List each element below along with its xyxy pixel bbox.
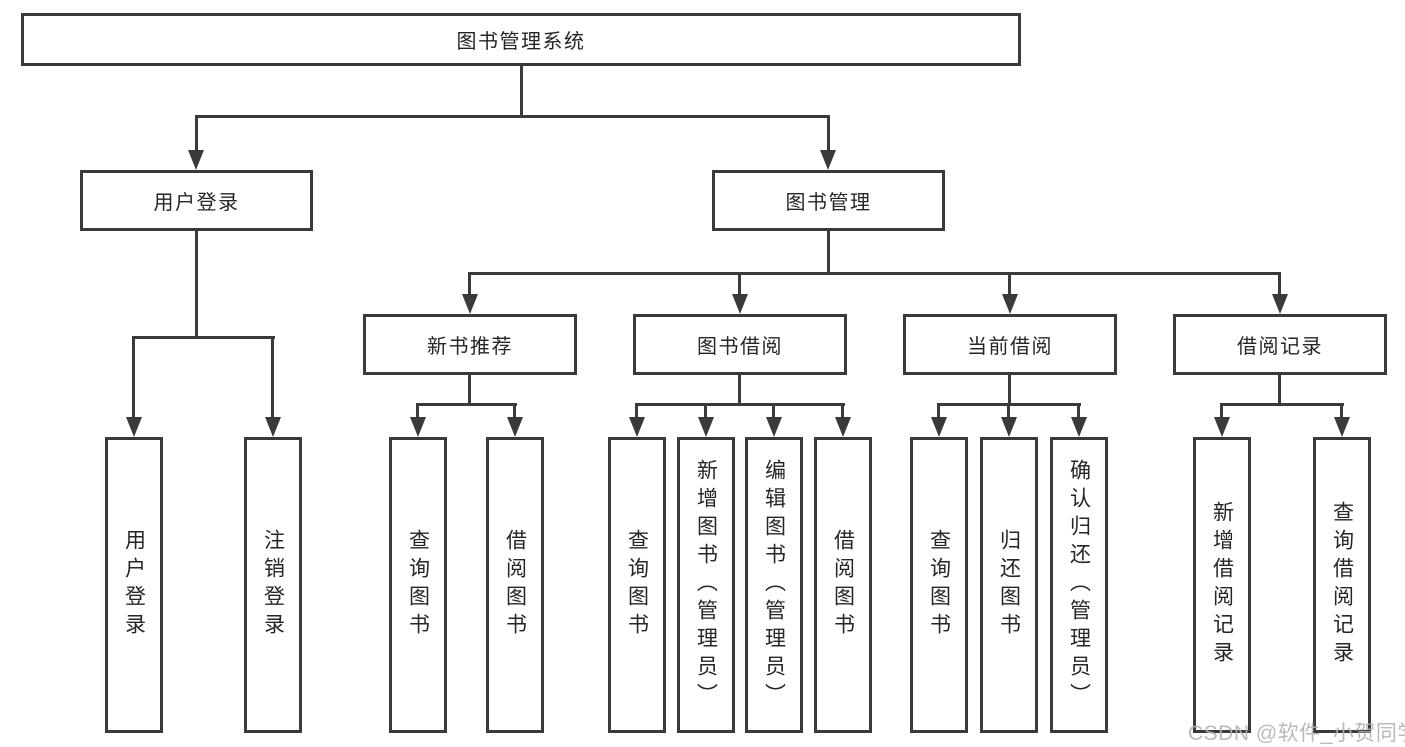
connector-book-mgmt-drop-2 <box>738 272 741 296</box>
arrow-down-icon <box>1272 294 1288 314</box>
leaf-add-books-admin-label: 新增图书（管理员） <box>694 459 718 711</box>
arrow-down-icon <box>126 417 142 437</box>
arrow-down-icon <box>507 417 523 437</box>
connector-root-drop-right <box>827 115 830 153</box>
connector-records-drop-1 <box>1220 403 1223 419</box>
connector-user-login-drop-1 <box>132 336 135 419</box>
leaf-edit-books-admin-label: 编辑图书（管理员） <box>762 459 786 711</box>
arrow-down-icon <box>462 294 478 314</box>
connector-root-drop-left <box>195 115 198 153</box>
arrow-down-icon <box>698 417 714 437</box>
leaf-confirm-return-admin: 确认归还（管理员） <box>1050 437 1108 733</box>
connector-current-drop-2 <box>1007 403 1010 419</box>
connector-book-mgmt-drop-4 <box>1278 272 1281 296</box>
connector-current-stem <box>1008 375 1011 406</box>
leaf-edit-books-admin: 编辑图书（管理员） <box>745 437 803 733</box>
node-book-borrow: 图书借阅 <box>633 314 847 375</box>
arrow-down-icon <box>1071 417 1087 437</box>
leaf-return-books: 归还图书 <box>980 437 1038 733</box>
leaf-add-borrow-record-label: 新增借阅记录 <box>1210 501 1234 669</box>
leaf-logout-label: 注销登录 <box>261 529 285 641</box>
connector-borrow-drop-3 <box>772 403 775 419</box>
connector-records-drop-2 <box>1340 403 1343 419</box>
leaf-add-borrow-record: 新增借阅记录 <box>1193 437 1251 733</box>
leaf-user-login: 用户登录 <box>105 437 163 733</box>
connector-book-mgmt-hbar <box>468 272 1281 275</box>
leaf-query-books-2: 查询图书 <box>608 437 666 733</box>
node-user-login-label: 用户登录 <box>153 192 240 214</box>
leaf-query-books-3-label: 查询图书 <box>927 529 951 641</box>
leaf-query-borrow-record-label: 查询借阅记录 <box>1330 501 1354 669</box>
node-book-borrow-label: 图书借阅 <box>697 336 783 358</box>
connector-records-hbar <box>1220 403 1344 406</box>
arrow-down-icon <box>1002 294 1018 314</box>
arrow-down-icon <box>1001 417 1017 437</box>
leaf-add-books-admin: 新增图书（管理员） <box>677 437 735 733</box>
connector-user-login-stem <box>195 231 198 339</box>
connector-borrow-drop-2 <box>704 403 707 419</box>
connector-recommend-hbar <box>416 403 517 406</box>
node-borrow-records: 借阅记录 <box>1173 314 1387 375</box>
leaf-return-books-label: 归还图书 <box>997 529 1021 641</box>
node-new-book-recommend: 新书推荐 <box>363 314 577 375</box>
arrow-down-icon <box>410 417 426 437</box>
connector-recommend-drop-1 <box>416 403 419 419</box>
leaf-confirm-return-admin-label: 确认归还（管理员） <box>1067 459 1091 711</box>
connector-current-drop-3 <box>1077 403 1080 419</box>
arrow-down-icon <box>820 150 836 170</box>
connector-recommend-stem <box>468 375 471 406</box>
node-current-borrow-label: 当前借阅 <box>967 336 1053 358</box>
node-book-management-label: 图书管理 <box>785 192 872 214</box>
node-book-management: 图书管理 <box>712 170 945 231</box>
arrow-down-icon <box>1214 417 1230 437</box>
connector-borrow-drop-1 <box>635 403 638 419</box>
arrow-down-icon <box>265 417 281 437</box>
connector-user-login-hbar <box>132 336 275 339</box>
arrow-down-icon <box>1334 417 1350 437</box>
node-borrow-records-label: 借阅记录 <box>1237 336 1323 358</box>
leaf-query-books-2-label: 查询图书 <box>625 529 649 641</box>
leaf-query-books-1: 查询图书 <box>389 437 447 733</box>
connector-current-drop-1 <box>937 403 940 419</box>
leaf-query-borrow-record: 查询借阅记录 <box>1313 437 1371 733</box>
connector-borrow-hbar <box>635 403 845 406</box>
node-new-book-recommend-label: 新书推荐 <box>427 336 513 358</box>
connector-borrow-stem <box>738 375 741 406</box>
connector-root-stem <box>520 66 523 117</box>
leaf-query-books-3: 查询图书 <box>910 437 968 733</box>
leaf-query-books-1-label: 查询图书 <box>406 529 430 641</box>
leaf-borrow-books-1: 借阅图书 <box>486 437 544 733</box>
leaf-user-login-label: 用户登录 <box>122 529 146 641</box>
node-current-borrow: 当前借阅 <box>903 314 1117 375</box>
connector-recommend-drop-2 <box>513 403 516 419</box>
leaf-borrow-books-1-label: 借阅图书 <box>503 529 527 641</box>
csdn-watermark: CSDN @软件_小贺同学 <box>1188 722 1405 745</box>
node-root-label: 图书管理系统 <box>456 31 586 53</box>
arrow-down-icon <box>931 417 947 437</box>
connector-book-mgmt-drop-3 <box>1008 272 1011 296</box>
arrow-down-icon <box>732 294 748 314</box>
leaf-logout: 注销登录 <box>244 437 302 733</box>
connector-book-mgmt-stem <box>827 231 830 275</box>
leaf-borrow-books-2: 借阅图书 <box>814 437 872 733</box>
arrow-down-icon <box>835 417 851 437</box>
node-user-login: 用户登录 <box>80 170 313 231</box>
arrow-down-icon <box>766 417 782 437</box>
arrow-down-icon <box>629 417 645 437</box>
connector-user-login-drop-2 <box>271 336 274 419</box>
connector-records-stem <box>1278 375 1281 406</box>
leaf-borrow-books-2-label: 借阅图书 <box>831 529 855 641</box>
arrow-down-icon <box>188 150 204 170</box>
connector-book-mgmt-drop-1 <box>468 272 471 296</box>
connector-borrow-drop-4 <box>841 403 844 419</box>
node-root: 图书管理系统 <box>21 13 1021 66</box>
connector-root-hbar <box>195 115 830 118</box>
